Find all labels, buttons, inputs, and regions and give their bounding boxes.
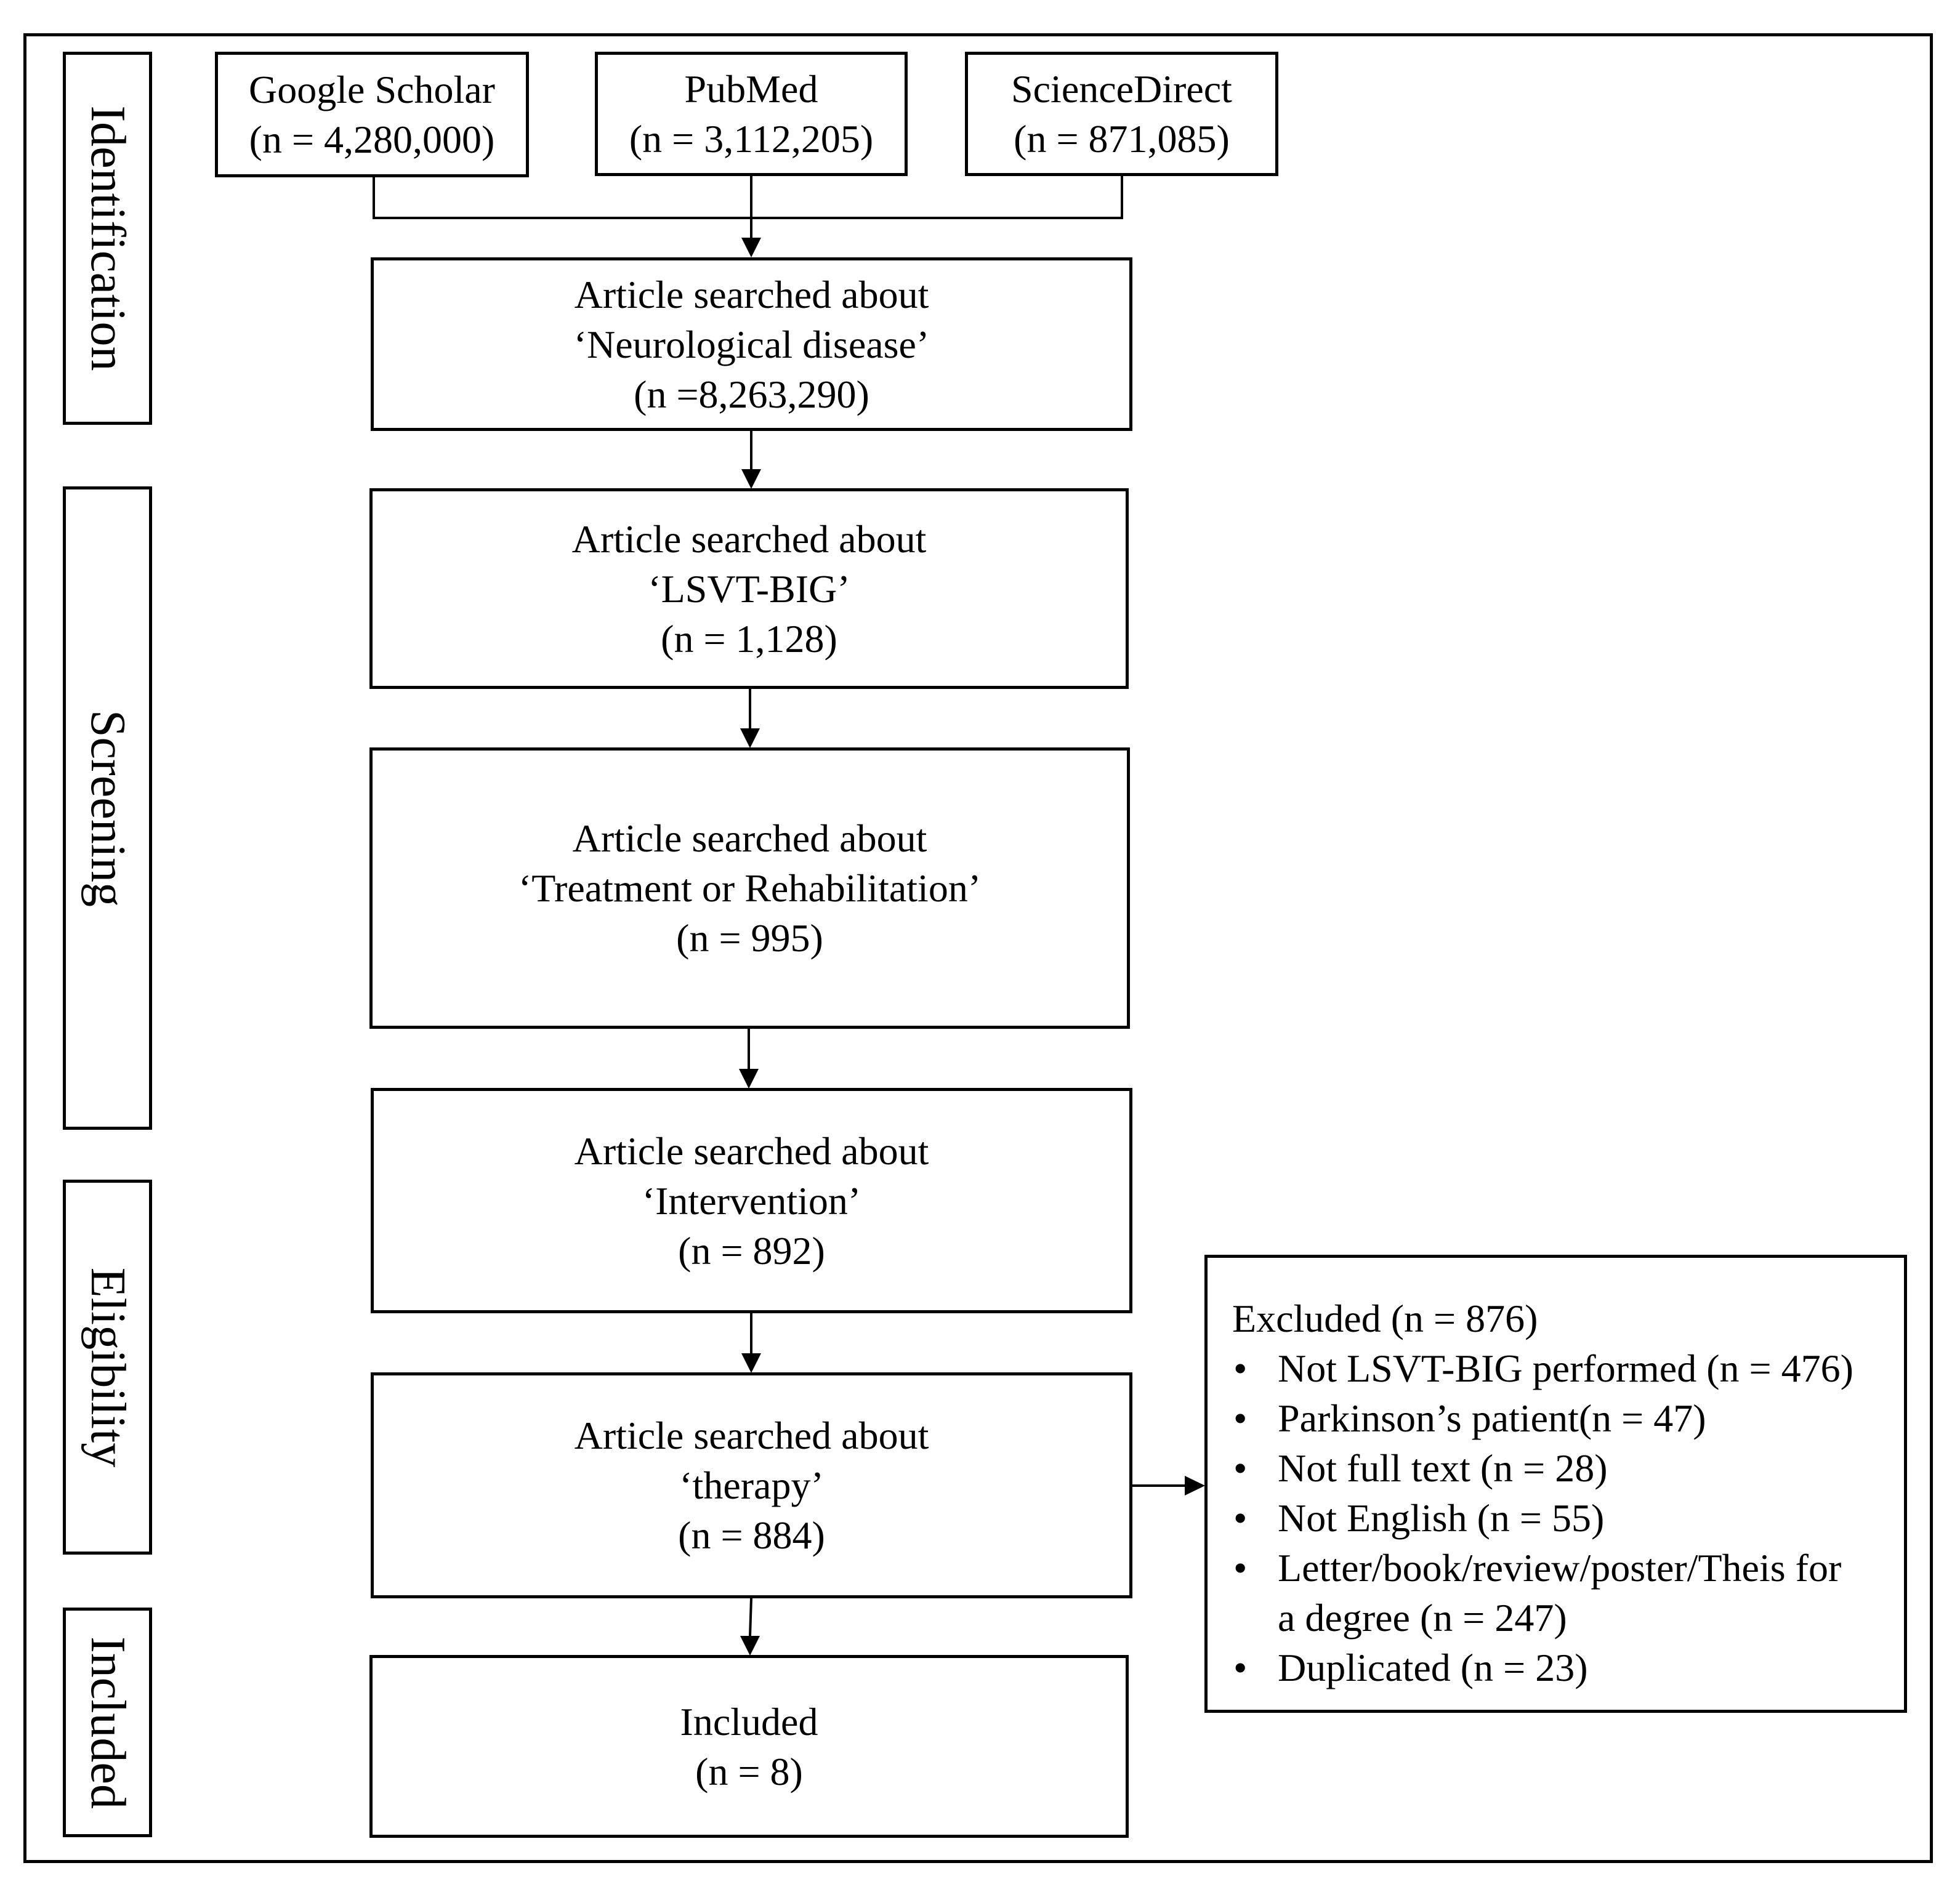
- bullet-icon: •: [1233, 1646, 1248, 1689]
- step-count: (n = 8): [695, 1749, 803, 1793]
- step-title: Article searched about: [574, 1129, 929, 1173]
- step-neurological-disease: Article searched about ‘Neurological dis…: [371, 257, 1132, 431]
- bullet-icon: •: [1233, 1496, 1248, 1540]
- excluded-item-text: Duplicated (n = 23): [1278, 1646, 1588, 1689]
- source-count: (n = 4,280,000): [249, 118, 495, 161]
- step-count: (n = 892): [678, 1228, 825, 1273]
- source-sciencedirect: ScienceDirect (n = 871,085): [965, 52, 1278, 176]
- excluded-box: Excluded (n = 876) • Not LSVT-BIG perfor…: [1204, 1255, 1907, 1713]
- excluded-item-text: Not full text (n = 28): [1278, 1446, 1608, 1490]
- step-therapy: Article searched about ‘therapy’ (n = 88…: [371, 1372, 1132, 1598]
- step-count: (n = 995): [676, 916, 823, 960]
- source-count: (n = 871,085): [1014, 117, 1230, 161]
- excluded-item: • Letter/book/review/poster/Theis for a …: [1232, 1543, 1892, 1643]
- source-name: ScienceDirect: [1011, 67, 1232, 111]
- excluded-item: • Not LSVT-BIG performed (n = 476): [1232, 1343, 1892, 1393]
- stage-screening-label: Screening: [80, 709, 135, 907]
- step-topic: ‘Treatment or Rehabilitation’: [518, 866, 982, 910]
- step-treatment-rehabilitation: Article searched about ‘Treatment or Reh…: [369, 747, 1130, 1029]
- bullet-icon: •: [1233, 1446, 1248, 1490]
- excluded-item: • Parkinson’s patient(n = 47): [1232, 1393, 1892, 1443]
- step-topic: ‘LSVT-BIG’: [648, 566, 850, 611]
- stage-eligibility-label: Eligibility: [80, 1267, 135, 1467]
- source-google-scholar: Google Scholar (n = 4,280,000): [215, 52, 529, 177]
- step-count: (n =8,263,290): [634, 372, 869, 416]
- stage-included-label: Included: [80, 1636, 135, 1809]
- stage-eligibility: Eligibility: [63, 1180, 152, 1555]
- source-name: Google Scholar: [249, 68, 495, 111]
- step-title: Included: [680, 1699, 818, 1744]
- excluded-item: • Not English (n = 55): [1232, 1493, 1892, 1543]
- excluded-item-text: Not LSVT-BIG performed (n = 476): [1278, 1347, 1853, 1390]
- excluded-item-text-continued: a degree (n = 247): [1278, 1596, 1567, 1640]
- bullet-icon: •: [1233, 1396, 1248, 1440]
- stage-included: Included: [63, 1608, 152, 1837]
- bullet-icon: •: [1233, 1546, 1248, 1590]
- source-count: (n = 3,112,205): [629, 117, 874, 161]
- step-included: Included (n = 8): [369, 1655, 1129, 1838]
- excluded-item-text: Not English (n = 55): [1278, 1496, 1605, 1540]
- step-lsvt-big: Article searched about ‘LSVT-BIG’ (n = 1…: [369, 488, 1129, 689]
- step-title: Article searched about: [574, 1414, 929, 1457]
- source-pubmed: PubMed (n = 3,112,205): [595, 52, 908, 176]
- excluded-title: Excluded (n = 876): [1232, 1297, 1538, 1340]
- step-topic: ‘Intervention’: [642, 1178, 861, 1223]
- stage-screening: Screening: [63, 486, 152, 1130]
- bullet-icon: •: [1233, 1347, 1248, 1390]
- step-count: (n = 884): [678, 1513, 825, 1557]
- stage-identification-label: Identification: [80, 105, 135, 371]
- outer-frame: [23, 33, 1933, 1863]
- step-title: Article searched about: [571, 517, 927, 561]
- stage-identification: Identification: [63, 52, 152, 425]
- step-intervention: Article searched about ‘Intervention’ (n…: [371, 1088, 1132, 1313]
- step-count: (n = 1,128): [661, 616, 837, 661]
- excluded-item: • Duplicated (n = 23): [1232, 1643, 1892, 1693]
- step-title: Article searched about: [574, 272, 929, 316]
- excluded-item-text: Letter/book/review/poster/Theis for: [1278, 1546, 1842, 1590]
- excluded-list: • Not LSVT-BIG performed (n = 476) • Par…: [1232, 1343, 1892, 1693]
- source-name: PubMed: [684, 67, 818, 111]
- step-title: Article searched about: [572, 816, 927, 860]
- step-topic: ‘Neurological disease’: [573, 322, 930, 366]
- excluded-item: • Not full text (n = 28): [1232, 1443, 1892, 1493]
- step-topic: ‘therapy’: [679, 1463, 824, 1507]
- excluded-item-text: Parkinson’s patient(n = 47): [1278, 1396, 1706, 1440]
